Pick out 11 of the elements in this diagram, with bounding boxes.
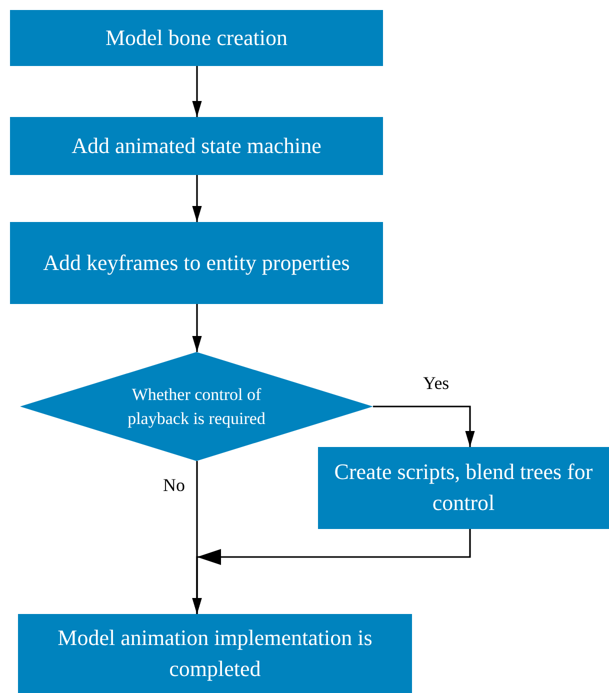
process-box: Add animated state machine xyxy=(10,117,383,175)
process-box: Model animation implementation is completed xyxy=(18,614,412,693)
process-box: Create scripts, blend trees for control xyxy=(318,447,609,529)
arrow xyxy=(373,406,475,447)
arrow xyxy=(192,175,202,222)
arrow xyxy=(192,304,202,352)
arrow xyxy=(192,66,202,117)
arrow xyxy=(192,529,471,614)
decision-text: Whether control of playback is required xyxy=(126,384,266,430)
process-box: Model bone creation xyxy=(10,10,383,66)
process-box: Add keyframes to entity properties xyxy=(10,222,383,304)
